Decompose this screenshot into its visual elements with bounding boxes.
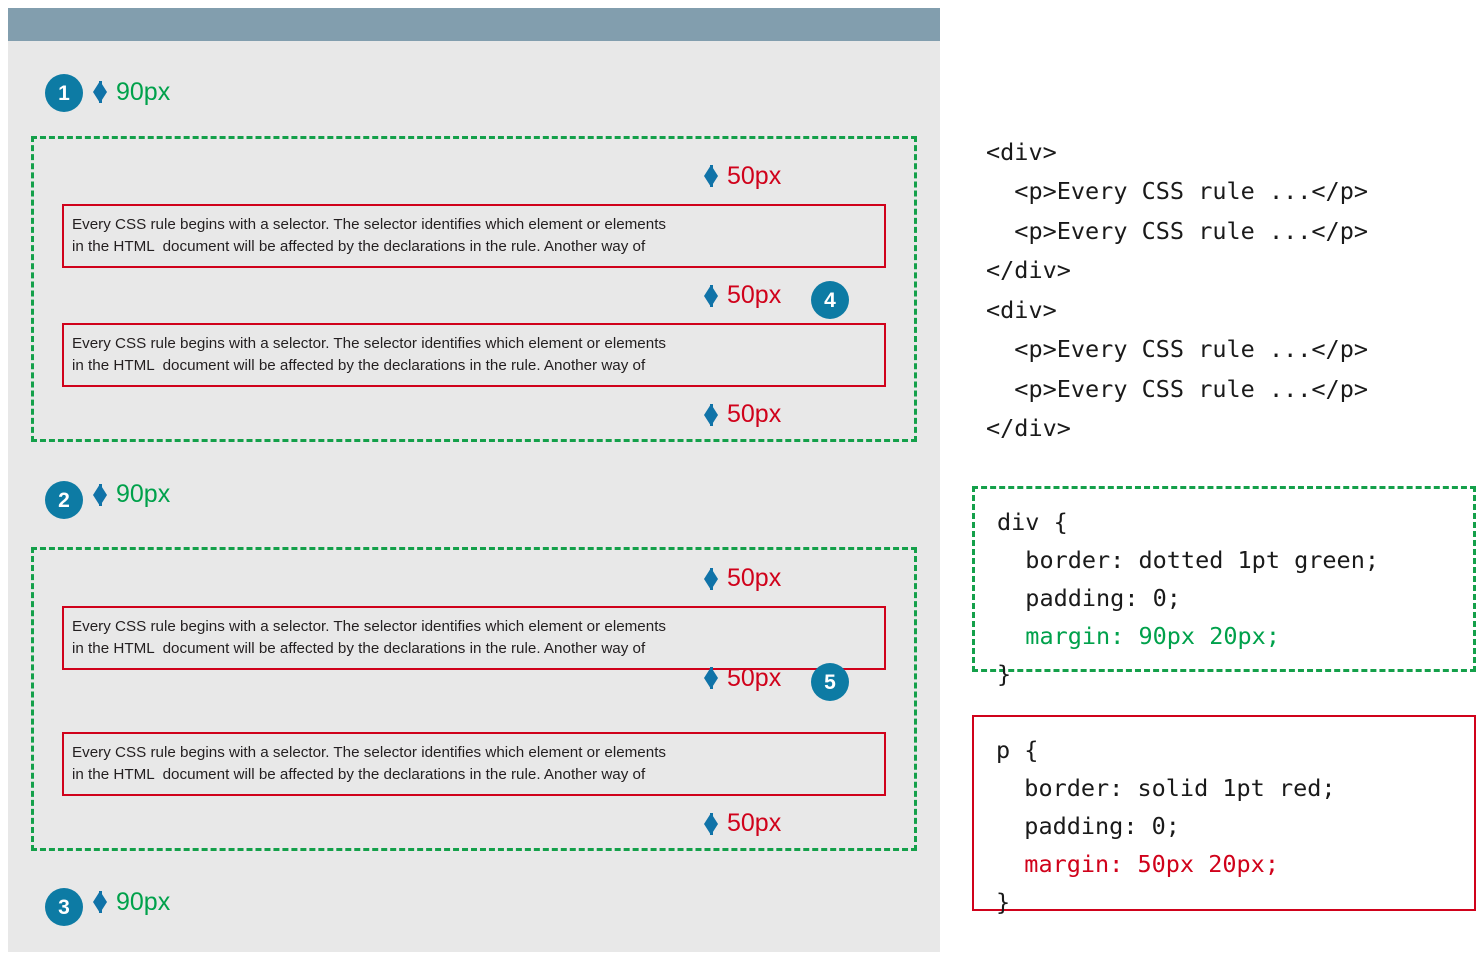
- css-p-border: border: solid 1pt red;: [996, 774, 1336, 803]
- diagram-panel: Every CSS rule begins with a selector. T…: [8, 8, 940, 952]
- css-p-margin: margin: 50px 20px;: [996, 850, 1279, 879]
- measurement-div-margin-top: 90px: [93, 48, 170, 136]
- double-arrow-icon: [93, 81, 107, 103]
- double-arrow-icon: [704, 284, 718, 307]
- css-p-padding: padding: 0;: [996, 812, 1180, 841]
- paragraph-box-3: Every CSS rule begins with a selector. T…: [62, 606, 886, 670]
- css-div-selector: div {: [997, 508, 1068, 536]
- measurement-div-margin-bottom: 90px: [93, 851, 170, 953]
- paragraph-box-1: Every CSS rule begins with a selector. T…: [62, 204, 886, 268]
- double-arrow-icon: [704, 165, 718, 187]
- css-div-margin: margin: 90px 20px;: [997, 622, 1280, 651]
- measurement-label: 50px: [727, 281, 782, 309]
- html-markup-snippet: <div> <p>Every CSS rule ...</p> <p>Every…: [986, 138, 1369, 443]
- css-p-close: }: [996, 888, 1011, 917]
- css-p-selector: p {: [996, 736, 1039, 764]
- measurement-label: 90px: [116, 77, 171, 106]
- measurement-div-margin-middle: 90px: [93, 442, 170, 547]
- double-arrow-icon: [704, 812, 718, 835]
- css-div-close: }: [997, 660, 1012, 689]
- paragraph-box-2: Every CSS rule begins with a selector. T…: [62, 323, 886, 387]
- measurement-label: 50px: [727, 809, 782, 837]
- measurement-p-margin-4: 50px: [704, 551, 781, 606]
- double-arrow-icon: [93, 483, 107, 506]
- measurement-p-margin-1: 50px: [704, 148, 781, 204]
- paragraph-text: Every CSS rule begins with a selector. T…: [72, 744, 667, 783]
- css-div-border: border: dotted 1pt green;: [997, 546, 1380, 575]
- measurement-label: 50px: [727, 161, 782, 190]
- css-p-rule-block: p { border: solid 1pt red; padding: 0; m…: [972, 715, 1476, 916]
- paragraph-text: Every CSS rule begins with a selector. T…: [72, 618, 667, 657]
- measurement-label: 50px: [727, 400, 782, 428]
- measurement-p-margin-5: 50px: [704, 651, 781, 705]
- measurement-label: 90px: [116, 480, 171, 508]
- paragraph-text: Every CSS rule begins with a selector. T…: [72, 335, 667, 374]
- callout-badge-1: 1: [45, 74, 83, 112]
- measurement-label: 50px: [727, 663, 782, 692]
- callout-badge-4: 4: [811, 281, 849, 319]
- callout-badge-3: 3: [45, 888, 83, 926]
- callout-badge-2: 2: [45, 481, 83, 519]
- double-arrow-icon: [704, 567, 718, 590]
- div-element-box-1: [31, 136, 917, 442]
- css-div-rule-block: div { border: dotted 1pt green; padding:…: [972, 486, 1476, 688]
- double-arrow-icon: [93, 891, 107, 913]
- measurement-p-margin-6: 50px: [704, 796, 781, 851]
- div-element-box-2: [31, 547, 917, 851]
- measurement-p-margin-2: 50px: [704, 268, 781, 323]
- measurement-label: 50px: [727, 564, 782, 592]
- double-arrow-icon: [704, 667, 718, 689]
- double-arrow-icon: [704, 403, 718, 426]
- callout-badge-5: 5: [811, 663, 849, 701]
- paragraph-box-4: Every CSS rule begins with a selector. T…: [62, 732, 886, 796]
- css-div-padding: padding: 0;: [997, 584, 1181, 613]
- page-header-bar: [8, 8, 940, 41]
- measurement-label: 90px: [116, 887, 171, 916]
- measurement-p-margin-3: 50px: [704, 387, 781, 442]
- code-column: <div> <p>Every CSS rule ...</p> <p>Every…: [968, 0, 1480, 960]
- paragraph-text: Every CSS rule begins with a selector. T…: [72, 216, 667, 255]
